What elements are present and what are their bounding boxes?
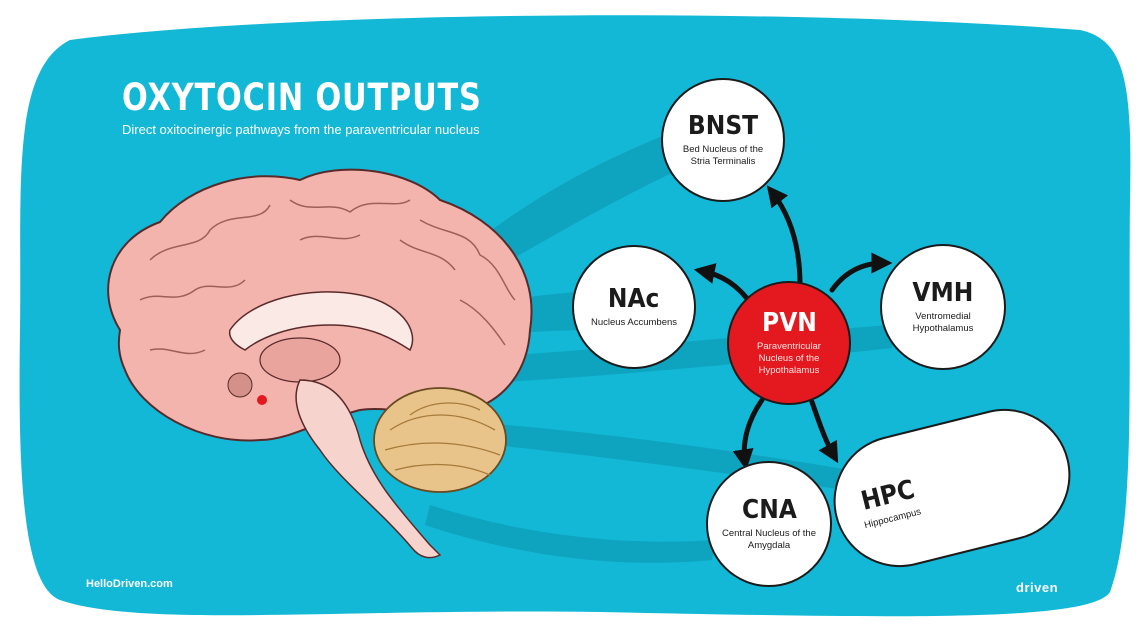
brainstem [295,379,442,559]
node-abbr: BNST [687,111,759,141]
node-full-name: Central Nucleus of the Amygdala [722,528,816,551]
node-nac: NAc Nucleus Accumbens [572,245,696,369]
node-full-name: Ventromedial Hypothalamus [912,311,974,334]
amygdala-dot [227,372,253,398]
cerebellum [373,387,507,493]
pvn-arrows [693,185,893,471]
arrow-to-hpc [809,399,839,464]
arrow-to-vmh [829,252,893,293]
page-subtitle: Direct oxitocinergic pathways from the p… [122,122,480,137]
node-abbr: NAc [608,284,660,314]
node-bnst: BNST Bed Nucleus of the Stria Terminalis [661,78,785,202]
thalamus [259,337,341,383]
node-abbr: VMH [912,278,974,308]
node-full-name: Paraventricular Nucleus of the Hypothala… [757,341,821,376]
corpus-callosum [228,291,414,352]
arrow-to-bnst [766,185,803,288]
node-pvn: PVN Paraventricular Nucleus of the Hypot… [727,281,851,405]
arrow-to-cna [732,397,765,471]
node-full-name: Bed Nucleus of the Stria Terminalis [682,144,764,167]
brain-folds [139,199,516,355]
brain-illustration [107,168,533,559]
node-full-name: Nucleus Accumbens [590,317,678,328]
pvn-dot [257,395,267,405]
node-abbr: PVN [761,308,817,338]
node-vmh: VMH Ventromedial Hypothalamus [880,244,1006,370]
node-abbr: CNA [741,495,797,525]
page-title: OXYTOCIN OUTPUTS [122,76,482,119]
node-cna: CNA Central Nucleus of the Amygdala [706,461,832,587]
website-url: HelloDriven.com [86,578,173,590]
brand-logo: driven [1016,580,1059,595]
